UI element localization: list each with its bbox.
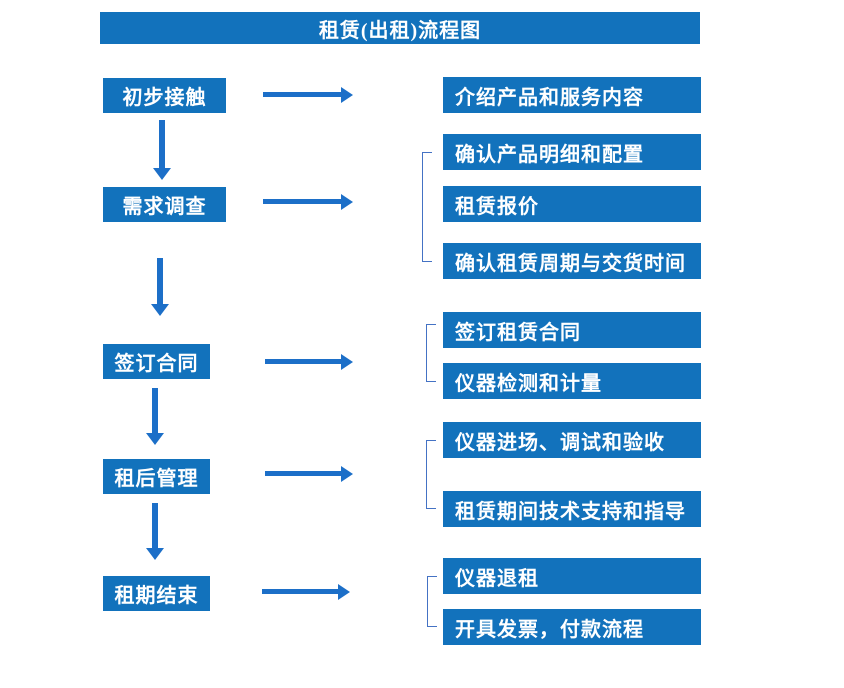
detail-box-7: 仪器进场、调试和验收: [443, 422, 701, 458]
diagram-title: 租赁(出租)流程图: [100, 12, 700, 44]
step-box-post-rental-management: 租后管理: [103, 459, 210, 494]
group-bracket-demand-survey: [422, 152, 432, 262]
step-box-demand-survey: 需求调查: [103, 187, 226, 222]
detail-box-4: 确认租赁周期与交货时间: [443, 243, 701, 279]
flow-arrow-4: [265, 471, 341, 476]
down-arrow-2: [157, 258, 163, 304]
flow-arrow-3: [265, 359, 341, 364]
step-box-lease-end: 租期结束: [103, 576, 210, 611]
group-bracket-lease-end: [427, 576, 437, 627]
detail-box-1: 介绍产品和服务内容: [443, 77, 701, 113]
flow-arrow-1: [263, 92, 341, 97]
detail-box-8: 租赁期间技术支持和指导: [443, 491, 701, 527]
group-bracket-post-rental: [426, 440, 436, 509]
down-arrow-1: [159, 120, 165, 168]
detail-box-10: 开具发票，付款流程: [443, 609, 701, 645]
detail-box-3: 租赁报价: [443, 186, 701, 222]
flow-arrow-5: [262, 589, 338, 594]
down-arrow-4: [152, 503, 158, 548]
step-box-initial-contact: 初步接触: [103, 78, 226, 113]
detail-box-2: 确认产品明细和配置: [443, 134, 701, 170]
down-arrow-3: [152, 388, 158, 433]
detail-box-5: 签订租赁合同: [443, 312, 701, 348]
detail-box-9: 仪器退租: [443, 558, 701, 594]
group-bracket-sign-contract: [426, 324, 436, 382]
detail-box-6: 仪器检测和计量: [443, 363, 701, 399]
flow-arrow-2: [263, 199, 341, 204]
step-box-sign-contract: 签订合同: [103, 344, 210, 379]
